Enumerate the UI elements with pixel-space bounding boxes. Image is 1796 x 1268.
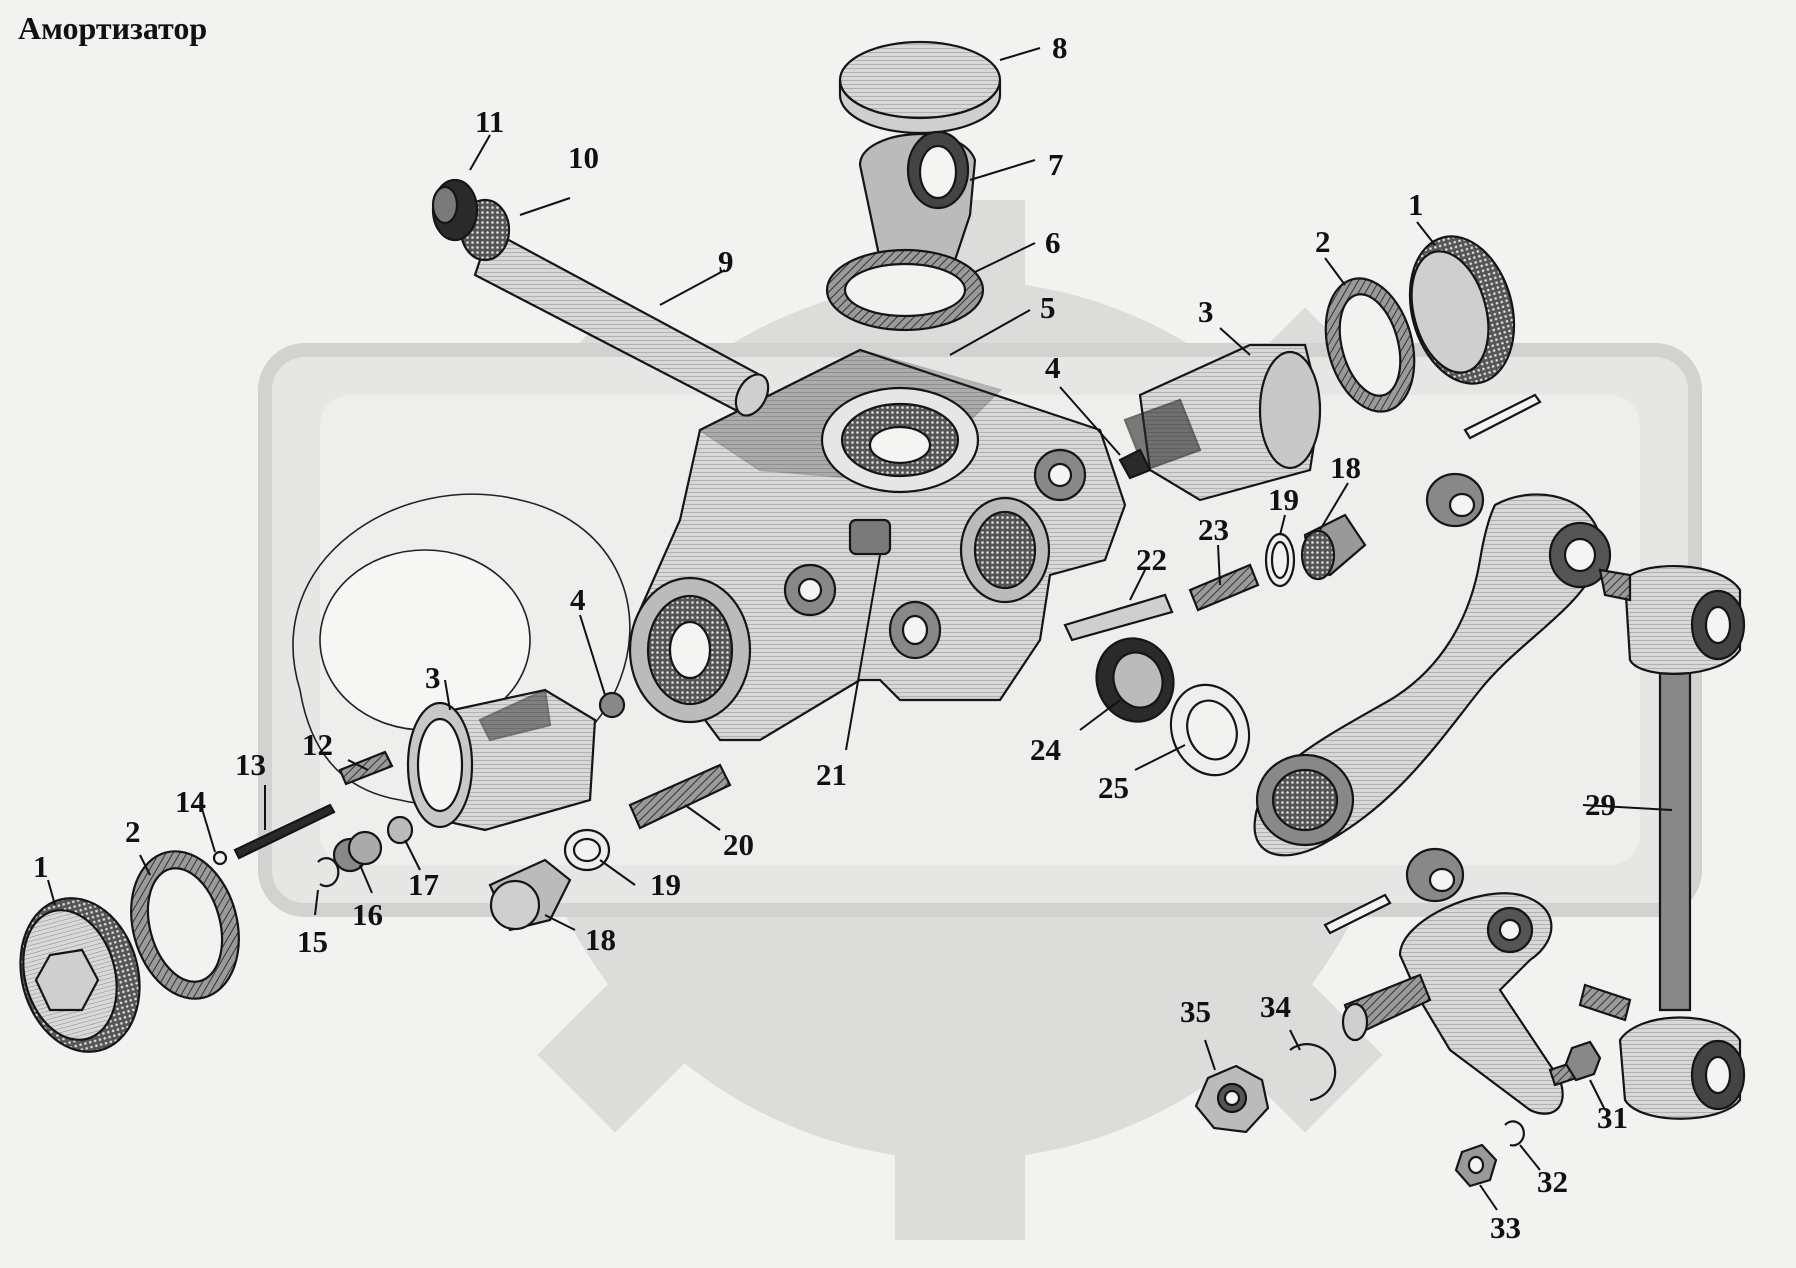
left-spring-16 — [332, 830, 383, 873]
callout-5: 5 — [1040, 290, 1056, 325]
callout-25: 25 — [1098, 770, 1129, 805]
callout-4-left: 4 — [570, 582, 586, 617]
callout-35: 35 — [1180, 994, 1211, 1029]
right-spring — [1188, 563, 1260, 612]
callout-14: 14 — [175, 784, 206, 819]
left-sleeve — [406, 688, 597, 832]
callout-29: 29 — [1585, 787, 1616, 822]
left-pin-13 — [233, 803, 336, 860]
link-rod — [1578, 565, 1746, 1120]
callout-20: 20 — [723, 827, 754, 862]
right-end-cap-1 — [1408, 235, 1516, 385]
callout-1-right: 1 — [1408, 187, 1424, 222]
valve-spool-20 — [628, 763, 732, 830]
cotter-pin-upper — [1463, 393, 1542, 440]
callout-33: 33 — [1490, 1210, 1521, 1245]
callout-2-right: 2 — [1315, 224, 1331, 259]
callout-23: 23 — [1198, 512, 1229, 547]
spring-washer-34 — [1289, 1043, 1337, 1102]
callout-9: 9 — [718, 244, 734, 279]
left-valve-17 — [386, 815, 414, 845]
callout-34: 34 — [1260, 989, 1291, 1024]
callout-21: 21 — [816, 757, 847, 792]
callout-7: 7 — [1048, 147, 1064, 182]
callout-12: 12 — [302, 727, 333, 762]
left-end-cap-1 — [19, 897, 141, 1053]
callout-19-right: 19 — [1268, 482, 1299, 517]
spring-washer-32 — [1504, 1120, 1525, 1147]
callout-19-left: 19 — [650, 867, 681, 902]
shock-absorber-housing — [628, 348, 1127, 742]
callout-3-left: 3 — [425, 660, 441, 695]
nut-35 — [1194, 1064, 1270, 1134]
left-washer — [563, 828, 611, 872]
callout-3-right: 3 — [1198, 294, 1214, 329]
small-plug-right — [1118, 448, 1152, 480]
top-cap — [838, 40, 1002, 135]
splined-shaft — [431, 178, 770, 417]
callout-32: 32 — [1537, 1164, 1568, 1199]
callout-18-left: 18 — [585, 922, 616, 957]
small-plug-left — [598, 691, 626, 719]
callout-8: 8 — [1052, 30, 1068, 65]
ring-25 — [1169, 683, 1251, 777]
callout-24: 24 — [1030, 732, 1061, 767]
callout-18-right: 18 — [1330, 450, 1361, 485]
right-gasket-2 — [1324, 277, 1416, 413]
left-ball-14 — [212, 850, 228, 866]
nut-33 — [1454, 1143, 1498, 1188]
background-outline-ovals — [292, 493, 631, 805]
right-washer — [1264, 532, 1296, 588]
callout-16: 16 — [352, 897, 383, 932]
gasket-ring — [825, 248, 985, 332]
callout-1-left: 1 — [33, 849, 49, 884]
bolt-31 — [1548, 1040, 1602, 1087]
callout-4-right: 4 — [1045, 350, 1061, 385]
callout-11: 11 — [475, 104, 504, 139]
left-plug — [488, 858, 572, 932]
callout-13: 13 — [235, 747, 266, 782]
lower-bracket — [1341, 892, 1564, 1115]
lever-arm — [1253, 493, 1612, 857]
castle-nut-lower — [1405, 847, 1465, 903]
diagram-title: Амортизатор — [18, 10, 208, 46]
callout-labels: 8 7 6 5 9 10 11 4 3 2 1 18 19 23 22 24 2… — [33, 30, 1628, 1245]
callout-2-left: 2 — [125, 814, 141, 849]
callout-17: 17 — [408, 867, 439, 902]
right-sleeve — [1123, 343, 1322, 502]
castle-nut-upper — [1425, 472, 1485, 528]
left-gasket-2 — [130, 850, 240, 1000]
leader-lines — [47, 47, 1673, 1211]
callout-22: 22 — [1136, 542, 1167, 577]
callout-10: 10 — [568, 140, 599, 175]
cotter-pin-lower — [1323, 893, 1392, 935]
valve-pin — [1063, 593, 1174, 642]
seal-ring-24 — [1095, 637, 1175, 723]
callout-15: 15 — [297, 924, 328, 959]
left-circlip-15 — [317, 857, 340, 888]
callout-31: 31 — [1597, 1100, 1628, 1135]
callout-6: 6 — [1045, 225, 1061, 260]
